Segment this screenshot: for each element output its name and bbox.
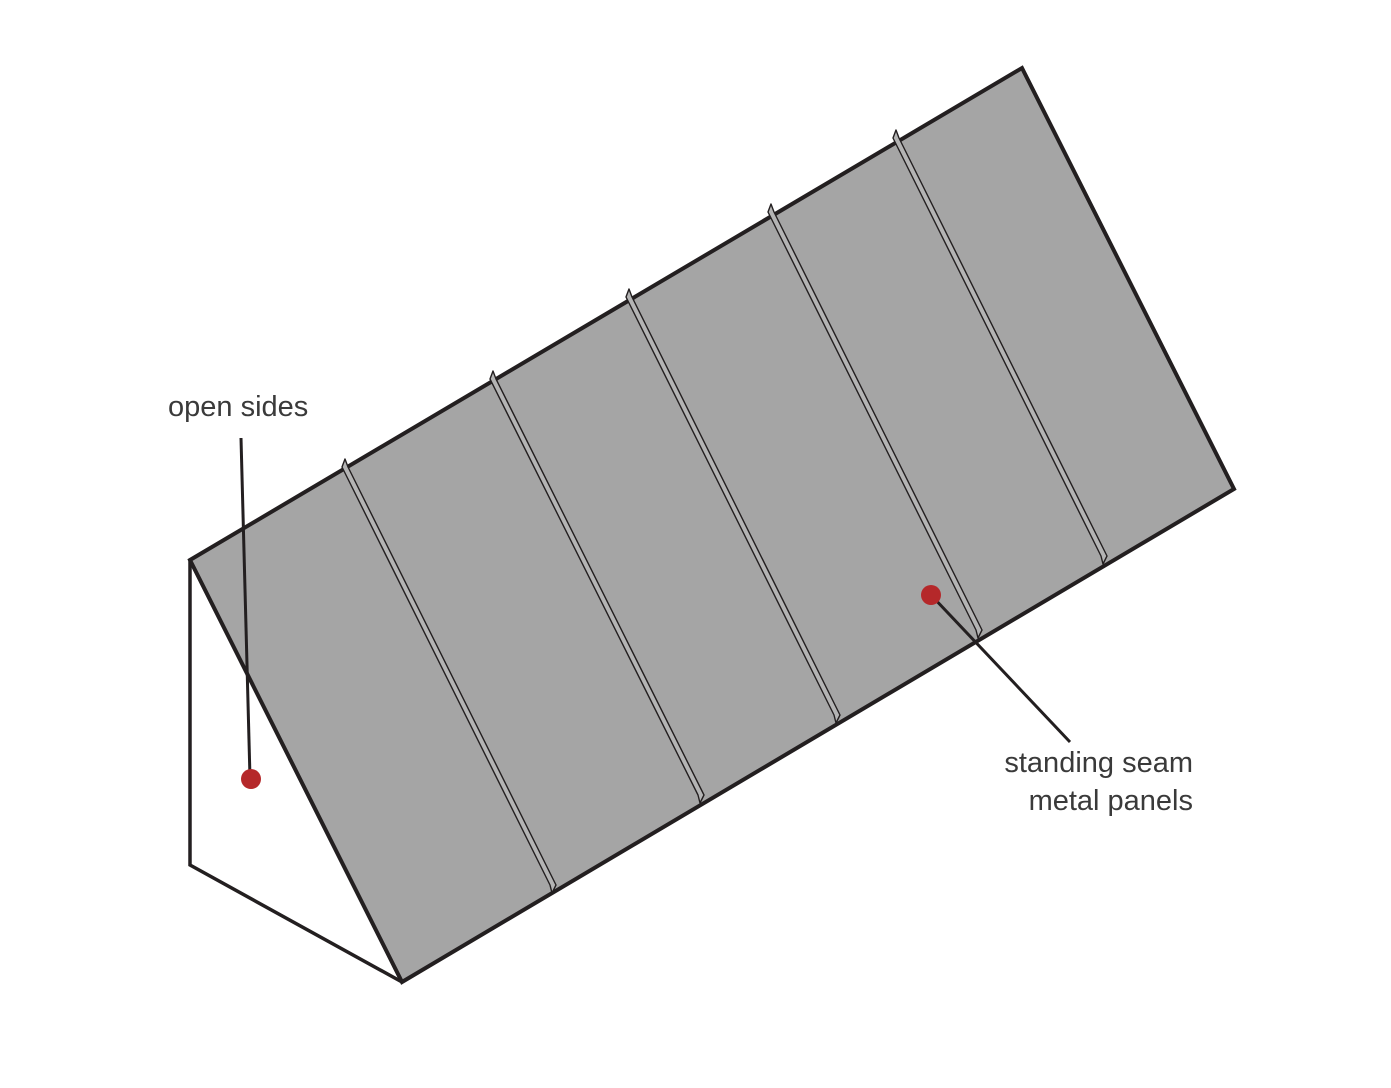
panels-label-line-2: metal panels bbox=[1028, 785, 1193, 817]
open-sides-leader-line bbox=[239, 437, 252, 779]
open-sides-marker-dot bbox=[241, 769, 261, 789]
standing-seams bbox=[341, 129, 1108, 894]
standing-seam-panels-label: standing seam metal panels bbox=[1004, 744, 1193, 820]
side-frame bbox=[188, 560, 403, 984]
panels-leader-line bbox=[929, 593, 1072, 744]
standing-seam bbox=[767, 203, 983, 639]
standing-seam bbox=[625, 288, 841, 724]
roof-surface bbox=[187, 65, 1237, 985]
open-sides-label: open sides bbox=[168, 391, 309, 423]
standing-seam bbox=[489, 370, 705, 804]
panels-label-line-1: standing seam bbox=[1004, 747, 1193, 779]
standing-seam bbox=[892, 129, 1108, 565]
standing-seam bbox=[341, 458, 557, 894]
panels-marker-dot bbox=[921, 585, 941, 605]
